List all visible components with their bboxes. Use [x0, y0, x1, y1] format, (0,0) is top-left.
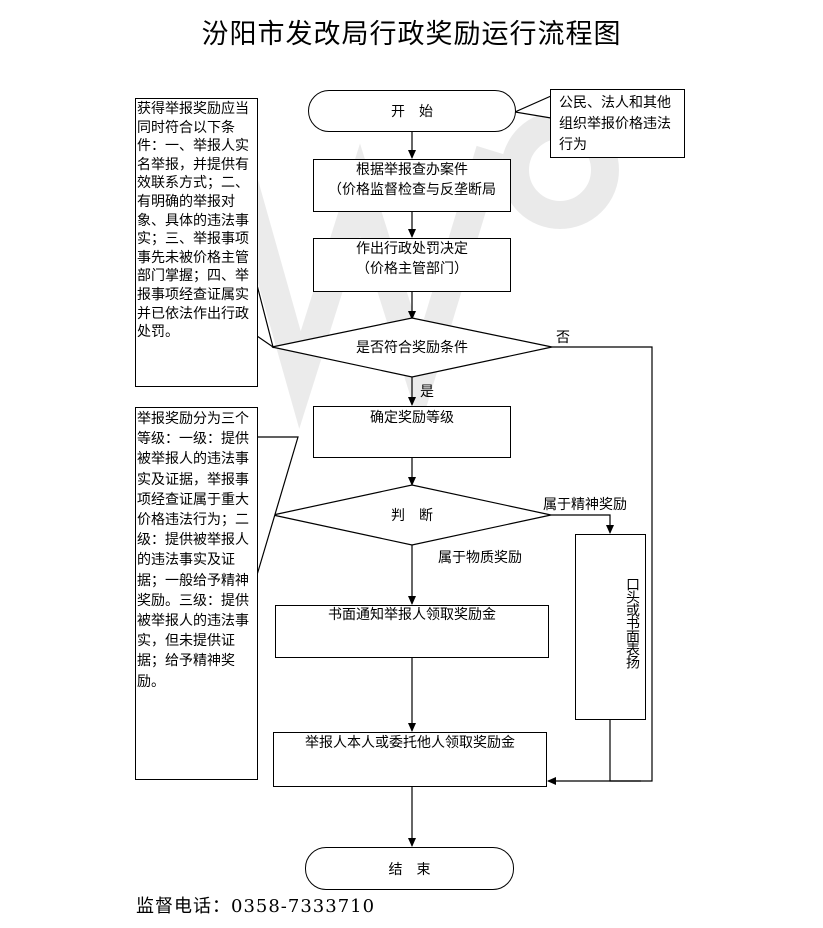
line-spiritual-to-collect: [609, 719, 641, 782]
callout-tail-conditions: [256, 284, 274, 349]
edge-label-no: 否: [556, 330, 570, 346]
node-investigate-case: 根据举报查办案件 （价格监督检查与反垄断局: [313, 159, 511, 212]
node-determine-level: 确定奖励等级: [313, 406, 511, 458]
supervision-hotline: 监督电话：0358-7333710: [136, 896, 376, 917]
note-reward-conditions: 获得举报奖励应当同时符合以下条件：一、举报人实名举报，并提供有效联系方式；二、有…: [135, 98, 258, 387]
node-praise-label: 口头或书面表扬: [624, 577, 640, 668]
node-praise: [575, 534, 646, 720]
edge-label-material-reward: 属于物质奖励: [438, 550, 522, 566]
node-collect-reward: 举报人本人或委托他人领取奖励金: [273, 732, 547, 787]
page-title: 汾阳市发改局行政奖励运行流程图: [201, 19, 622, 50]
diamond-eligibility-label: 是否符合奖励条件: [356, 340, 468, 356]
note-reward-grades: 举报奖励分为三个等级：一级：提供被举报人的违法事实及证据，举报事项经查证属于重大…: [135, 407, 258, 780]
note-reporter: 公民、法人和其他组织举报价格违法行为: [550, 89, 685, 158]
edge-label-yes: 是: [420, 384, 434, 400]
arrow-judge-spiritual: [551, 514, 614, 534]
callout-tail-grades: [256, 436, 299, 576]
end-node: 结 束: [305, 847, 514, 890]
diamond-judge-label: 判 断: [391, 508, 433, 524]
arrow-eligibility-no: [547, 346, 653, 785]
edge-label-spiritual-reward: 属于精神奖励: [543, 497, 627, 513]
callout-tail-reporter: [512, 95, 552, 119]
node-notify-reporter: 书面通知举报人领取奖励金: [275, 605, 549, 658]
node-penalty-decision: 作出行政处罚决定 （价格主管部门）: [313, 238, 511, 292]
start-node: 开 始: [308, 90, 516, 132]
